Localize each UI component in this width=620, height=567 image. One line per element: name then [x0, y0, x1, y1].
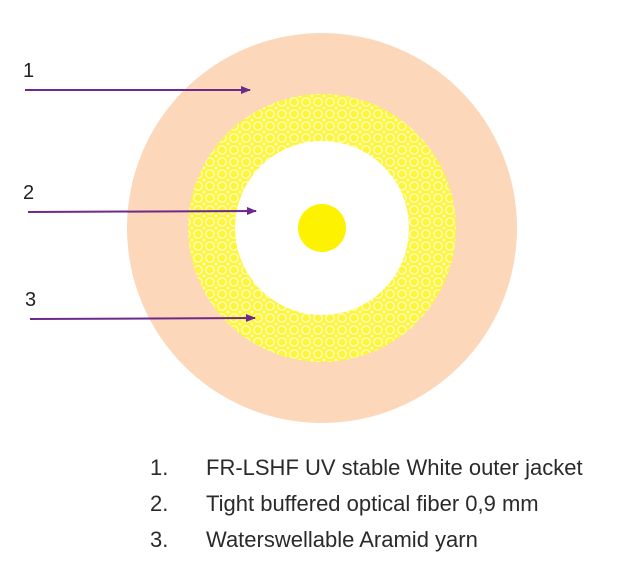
legend-item-number: 1.: [150, 455, 169, 480]
legend-item-text: Tight buffered optical fiber 0,9 mm: [206, 491, 539, 516]
callout-number-2: 2: [23, 182, 35, 204]
callout-arrow-2: [27, 207, 257, 216]
legend-item: 3. Waterswellable Aramid yarn: [150, 522, 583, 558]
legend-item-number: 3.: [150, 527, 169, 552]
callout-arrow-3: [29, 314, 256, 323]
legend-item: 1. FR-LSHF UV stable White outer jacket: [150, 450, 583, 486]
cable-cross-section-diagram: [25, 33, 517, 423]
optical-fiber-core: [298, 204, 346, 252]
callout-number-3: 3: [25, 289, 37, 311]
legend-item: 2. Tight buffered optical fiber 0,9 mm: [150, 486, 583, 522]
legend-item-text: Waterswellable Aramid yarn: [206, 527, 478, 552]
legend-item-text: FR-LSHF UV stable White outer jacket: [206, 455, 583, 480]
callout-number-1: 1: [23, 60, 35, 82]
legend-list: 1. FR-LSHF UV stable White outer jacket …: [150, 450, 583, 558]
legend-item-number: 2.: [150, 491, 169, 516]
